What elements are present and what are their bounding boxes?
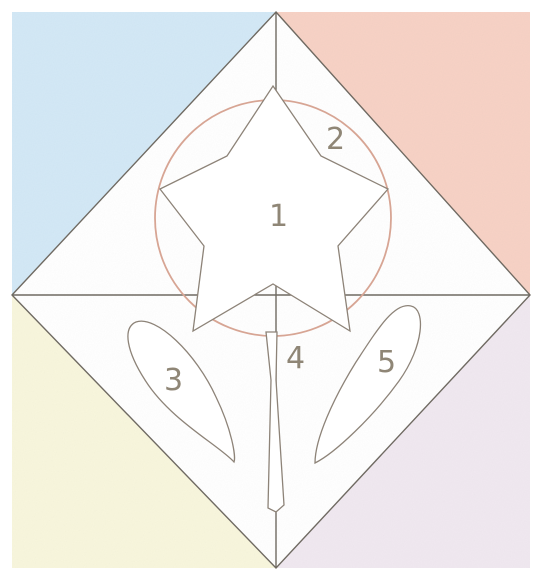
label-piece-5: 5 [377,345,396,380]
label-piece-3: 3 [164,363,183,398]
label-piece-4: 4 [286,341,305,376]
label-piece-2: 2 [326,122,345,157]
label-piece-1: 1 [269,199,288,234]
